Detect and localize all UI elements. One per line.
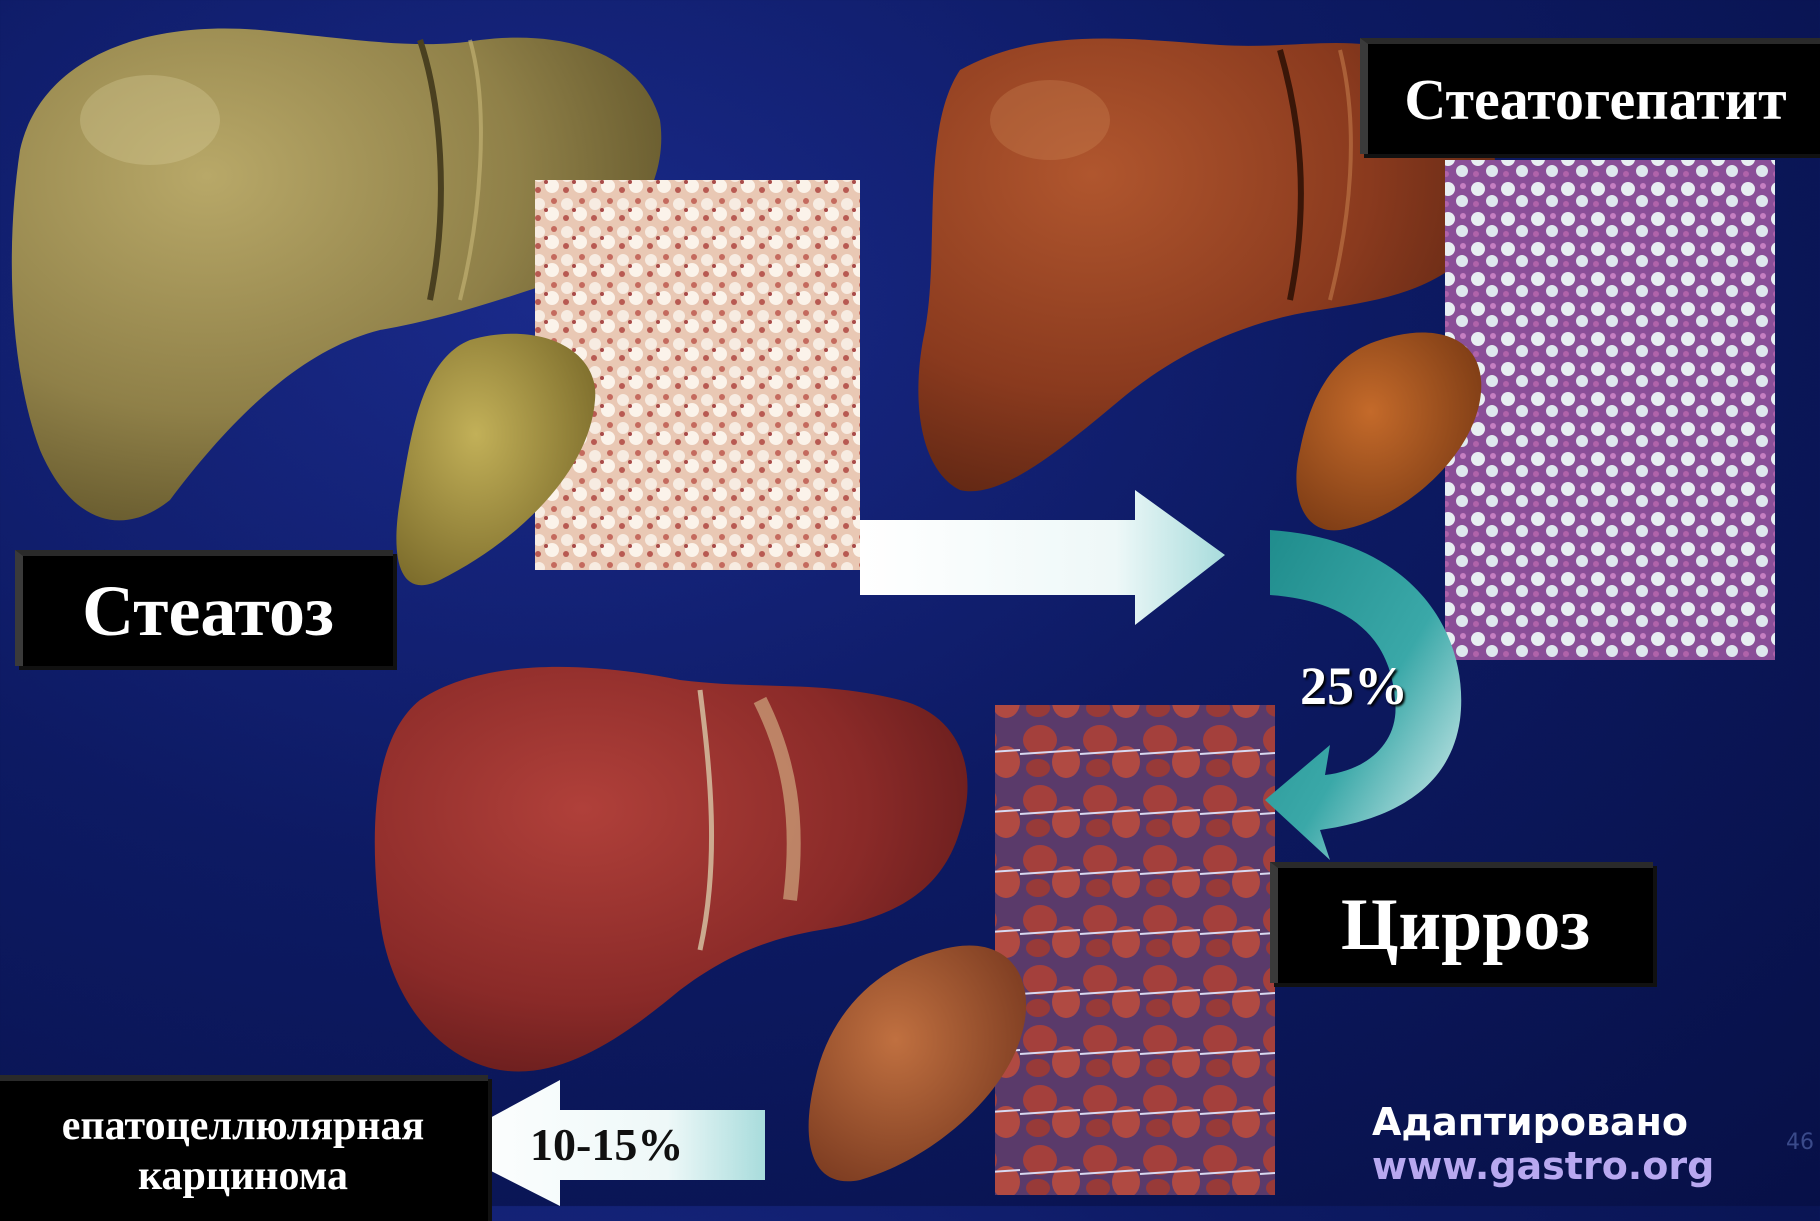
arrow-steatosis-to-nash <box>860 490 1225 625</box>
page-number: 46 <box>1786 1130 1814 1155</box>
percent-to-cirrhosis: 25% <box>1300 655 1408 717</box>
label-steatohepatitis: Стеатогепатит <box>1360 38 1820 154</box>
label-hcc: епатоцеллюлярная карцинома <box>0 1075 488 1221</box>
credit-adapted: Адаптировано <box>1372 1100 1688 1144</box>
label-steatosis: Стеатоз <box>15 550 393 666</box>
label-cirrhosis: Цирроз <box>1270 862 1653 983</box>
credit-url[interactable]: www.gastro.org <box>1372 1144 1714 1188</box>
percent-to-hcc: 10-15% <box>530 1118 683 1171</box>
